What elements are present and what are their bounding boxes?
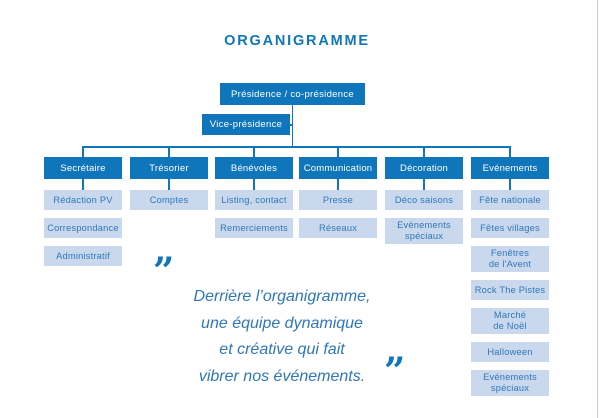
sub-box-secretaire-1: Correspondance — [44, 218, 122, 238]
quote-line: et créative qui fait — [219, 341, 345, 358]
quote-line: une équipe dynamique — [201, 314, 363, 332]
sub-box-evenements-0: Fête nationale — [471, 190, 549, 210]
vice-presidence-box: Vice-présidence — [202, 114, 290, 135]
sub-box-evenements-5: Halloween — [471, 342, 549, 362]
presidence-box: Présidence / co-présidence — [220, 83, 365, 105]
connector-children-decoration — [423, 179, 425, 190]
connector-vice-stub — [289, 124, 293, 126]
sub-box-evenements-2: Fenêtres de l'Avent — [471, 246, 549, 272]
dept-box-secretaire: Secrétaire — [44, 157, 122, 179]
dept-box-decoration: Décoration — [385, 157, 463, 179]
connector-root-vertical — [291, 105, 293, 147]
quote-line: vibrer nos événements. — [198, 367, 366, 385]
quote-line: Derrière l’organigramme, — [193, 288, 371, 305]
connector-children-benevoles — [253, 179, 255, 190]
connector-children-secretaire — [82, 179, 84, 190]
sub-box-benevoles-0: Listing, contact — [215, 190, 293, 210]
sub-box-evenements-3: Rock The Pistes — [471, 280, 549, 300]
connector-dept-tresorier — [168, 146, 170, 158]
dept-box-tresorier: Trésorier — [130, 157, 208, 179]
sub-box-communication-0: Presse — [299, 190, 377, 210]
sub-box-communication-1: Réseaux — [299, 218, 377, 238]
sub-box-secretaire-0: Rédaction PV — [44, 190, 122, 210]
connector-dept-communication — [337, 146, 339, 158]
connector-children-tresorier — [168, 179, 170, 190]
dept-box-evenements: Evénements — [471, 157, 549, 179]
open-quote-icon: ” — [153, 249, 175, 293]
connector-children-communication — [337, 179, 339, 190]
connector-children-evenements — [509, 179, 511, 190]
quote-text: Derrière l’organigramme, une équipe dynam… — [168, 284, 396, 390]
sub-box-decoration-1: Evénements spéciaux — [385, 218, 463, 244]
sub-box-decoration-0: Déco saisons — [385, 190, 463, 210]
close-quote-icon: ” — [384, 349, 406, 393]
connector-dept-decoration — [423, 146, 425, 158]
connector-horizontal — [82, 146, 511, 148]
sub-box-benevoles-1: Remerciements — [215, 218, 293, 238]
sub-box-evenements-6: Evénements spéciaux — [471, 370, 549, 396]
page-title: ORGANIGRAMME — [224, 33, 370, 49]
dept-box-communication: Communication — [299, 157, 377, 179]
dept-box-benevoles: Bénévoles — [215, 157, 293, 179]
connector-dept-secretaire — [82, 146, 84, 158]
page-edge-line — [597, 0, 598, 418]
connector-dept-evenements — [509, 146, 511, 158]
sub-box-evenements-4: Marché de Noël — [471, 308, 549, 334]
column-tresorier: Comptes — [130, 190, 208, 210]
sub-box-secretaire-2: Administratif — [44, 246, 122, 266]
connector-dept-benevoles — [253, 146, 255, 158]
sub-box-tresorier-0: Comptes — [130, 190, 208, 210]
sub-box-evenements-1: Fêtes villages — [471, 218, 549, 238]
